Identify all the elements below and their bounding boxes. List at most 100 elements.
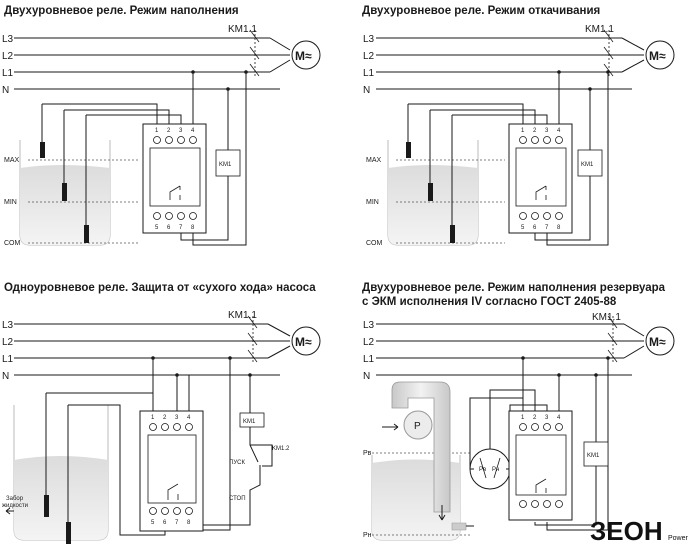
p3-coil-label: KM1 xyxy=(243,419,256,425)
p2-l3-label: L3 xyxy=(363,34,375,45)
p3-l2-label: L2 xyxy=(2,337,14,348)
p1-coil xyxy=(215,149,241,177)
p2-coil-label: KM1 xyxy=(581,162,594,168)
p2-coil xyxy=(577,149,603,177)
p3-coil xyxy=(239,412,265,428)
svg-text:2: 2 xyxy=(163,415,167,421)
p4-l1-label: L1 xyxy=(363,354,375,365)
p4-terminals-bottom xyxy=(519,500,563,508)
svg-text:7: 7 xyxy=(179,225,183,231)
p1-max-label: MAX xyxy=(4,157,20,164)
svg-text:1: 1 xyxy=(151,415,155,421)
p2-probe-max xyxy=(406,142,411,158)
p1-probe-com xyxy=(84,225,89,243)
p4-pump-label: P xyxy=(414,421,421,432)
panel-1-diagram: L3 L2 L1 N KM1.1 M≈ MAX MIN COM xyxy=(2,24,321,247)
p1-l2-label: L2 xyxy=(2,51,14,62)
p1-min-label: MIN xyxy=(4,199,17,206)
p2-contactor-label: KM1.1 xyxy=(585,24,614,35)
svg-text:7: 7 xyxy=(175,520,179,526)
svg-text:4: 4 xyxy=(187,415,191,421)
p2-max-label: MAX xyxy=(366,157,382,164)
panel-3-diagram: L3 L2 L1 N KM1.1 M≈ Забор жидкости xyxy=(2,310,321,544)
p4-gauge-ph-label: Pн xyxy=(492,467,499,473)
p1-probe-min xyxy=(62,183,67,201)
p1-coil-label: KM1 xyxy=(219,162,232,168)
brand-logo: ЗЕОН Power xyxy=(590,516,689,546)
p4-n-label: N xyxy=(363,371,370,382)
svg-text:6: 6 xyxy=(533,225,537,231)
p2-probe-com xyxy=(450,225,455,243)
svg-text:4: 4 xyxy=(557,128,561,134)
p2-l2-label: L2 xyxy=(363,51,375,62)
p4-pb-level-label: Pв xyxy=(363,450,372,457)
svg-text:3: 3 xyxy=(175,415,179,421)
svg-text:5: 5 xyxy=(155,225,159,231)
p2-motor-icon xyxy=(645,40,675,70)
p2-n-label: N xyxy=(363,85,370,96)
p3-contactor-label: KM1.1 xyxy=(228,310,257,321)
p2-terminals-top: 1 2 3 4 xyxy=(519,128,563,144)
p3-stop-label: СТОП xyxy=(229,496,246,502)
svg-text:2: 2 xyxy=(533,128,537,134)
p1-l1-label: L1 xyxy=(2,68,14,79)
p3-zabor-label-2: жидкости xyxy=(2,503,28,509)
p1-n-label: N xyxy=(2,85,9,96)
p4-inlet-arrow-icon xyxy=(382,423,399,431)
svg-text:5: 5 xyxy=(151,520,155,526)
p4-terminals-top: 1 2 3 4 xyxy=(519,415,563,431)
p3-contactor2-label: KM1.2 xyxy=(272,446,290,452)
p4-l3-label: L3 xyxy=(363,320,375,331)
p2-probe-min xyxy=(428,183,433,201)
p4-contactor-label: KM1.1 xyxy=(592,312,621,323)
brand-logo-main: ЗЕОН xyxy=(590,516,663,546)
p1-contactor-label: KM1.1 xyxy=(228,24,257,35)
p3-probe-2 xyxy=(66,522,71,544)
p4-coil xyxy=(583,441,609,467)
p2-l1-label: L1 xyxy=(363,68,375,79)
svg-text:8: 8 xyxy=(191,225,195,231)
p4-coil-label: KM1 xyxy=(587,453,600,459)
p1-motor-icon xyxy=(291,40,321,70)
p2-min-label: MIN xyxy=(366,199,379,206)
panel-1-title: Двухуровневое реле. Режим наполнения xyxy=(4,5,239,17)
svg-text:3: 3 xyxy=(179,128,183,134)
p3-probe-1 xyxy=(44,495,49,517)
panel-2-diagram: L3 L2 L1 N KM1.1 M≈ MAX MIN COM xyxy=(363,24,675,247)
p3-zabor-label-1: Забор xyxy=(6,496,24,502)
panel-4-diagram: L3 L2 L1 N KM1.1 M≈ Pв Pн P Pв Pн xyxy=(363,312,675,541)
p3-motor-label: M≈ xyxy=(295,335,312,349)
p3-intake-arrow-icon xyxy=(5,507,14,515)
p3-l1-label: L1 xyxy=(2,354,14,365)
svg-text:4: 4 xyxy=(191,128,195,134)
p2-terminals-bottom: 5 6 7 8 xyxy=(519,212,563,231)
svg-text:2: 2 xyxy=(167,128,171,134)
p3-l3-label: L3 xyxy=(2,320,14,331)
svg-text:3: 3 xyxy=(545,415,549,421)
p3-motor-icon xyxy=(291,326,321,356)
svg-text:2: 2 xyxy=(533,415,537,421)
svg-text:5: 5 xyxy=(521,225,525,231)
p3-terminals-top: 1 2 3 4 xyxy=(149,415,193,431)
p3-terminals-bottom: 5 6 7 8 xyxy=(149,507,193,526)
svg-text:1: 1 xyxy=(521,128,525,134)
brand-logo-sub: Power xyxy=(668,535,689,542)
panel-4-title-line2: с ЭКМ исполнения IV согласно ГОСТ 2405-8… xyxy=(362,296,617,308)
p1-probe-max xyxy=(40,142,45,158)
svg-text:4: 4 xyxy=(557,415,561,421)
p4-motor-label: M≈ xyxy=(649,335,666,349)
p3-pusk-label: ПУСК xyxy=(229,460,245,466)
p1-l3-label: L3 xyxy=(2,34,14,45)
p1-terminals-top: 1 2 3 4 xyxy=(153,128,197,144)
p4-ph-level-label: Pн xyxy=(363,532,372,539)
p4-motor-icon xyxy=(645,326,675,356)
svg-text:8: 8 xyxy=(187,520,191,526)
p4-l2-label: L2 xyxy=(363,337,375,348)
p4-gauge-pb-label: Pв xyxy=(479,467,486,473)
p1-com-label: COM xyxy=(4,240,21,247)
svg-text:6: 6 xyxy=(163,520,167,526)
panel-4-title-line1: Двухуровневое реле. Режим наполнения рез… xyxy=(362,282,666,294)
p4-pressure-gauge xyxy=(469,448,511,490)
p1-motor-label: M≈ xyxy=(295,49,312,63)
